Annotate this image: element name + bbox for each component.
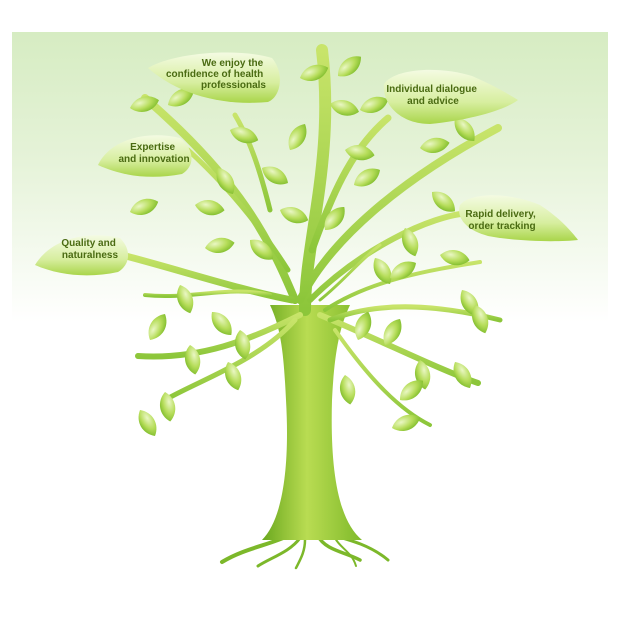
leaf: [390, 261, 416, 280]
leaf: [148, 314, 167, 340]
leaf: [324, 207, 345, 231]
callout-text-line: Expertise: [130, 142, 175, 153]
callout-delivery: Rapid delivery, order tracking: [459, 195, 578, 242]
leaf: [230, 127, 259, 144]
leaf: [168, 88, 194, 107]
leaf: [130, 96, 159, 112]
callout-leaf-shape: [98, 135, 192, 177]
leaf: [138, 410, 157, 436]
leaf: [431, 191, 455, 212]
leaf: [383, 319, 402, 345]
leaf: [440, 249, 470, 266]
tree-leaves: [130, 56, 489, 436]
callout-expertise: Expertise and innovation: [98, 135, 192, 177]
callout-text-line: Rapid delivery,: [465, 209, 536, 220]
callout-text-line: and advice: [407, 96, 459, 107]
callout-leaf-shape: [35, 235, 129, 276]
leaf: [454, 117, 475, 141]
leaf: [339, 375, 356, 405]
callout-quality: Quality and naturalness: [35, 235, 129, 276]
leaf: [392, 414, 421, 431]
leaf: [354, 168, 380, 187]
leaf: [216, 168, 235, 194]
leaf: [402, 228, 419, 257]
callout-text-line: confidence of health: [166, 69, 263, 80]
callout-text-line: Quality and: [61, 238, 115, 249]
leaf: [399, 380, 423, 401]
leaf: [130, 198, 159, 215]
leaf: [280, 207, 309, 224]
leaf: [345, 144, 375, 161]
leaf: [472, 305, 489, 334]
callout-leaf-shape: [459, 195, 578, 242]
leaf: [184, 345, 201, 375]
svg-text:Quality and naturalness: Quality and naturalness: [61, 238, 118, 261]
callout-text-line: We enjoy the: [202, 58, 264, 69]
callout-confidence: We enjoy the confidence of health profes…: [148, 52, 280, 103]
leaf: [300, 64, 329, 81]
leaf: [249, 239, 273, 260]
callout-text-line: professionals: [201, 80, 266, 91]
callout-leaf-shape: [148, 52, 280, 103]
svg-text:We enjoy the confidence: We enjoy the confidence of health profes…: [166, 58, 266, 91]
leaf: [234, 330, 251, 360]
leaf: [373, 258, 392, 284]
callout-text-line: naturalness: [62, 250, 119, 261]
leaf: [177, 285, 194, 314]
callout-leaf-shape: [383, 69, 518, 124]
callout-text-line: and innovation: [118, 154, 189, 165]
callout-dialogue: Individual dialogue and advice: [383, 69, 518, 124]
callout-text-line: order tracking: [468, 221, 535, 232]
tree-trunk: [262, 305, 362, 540]
leaf: [355, 311, 372, 340]
leaf: [453, 362, 472, 388]
leaf: [195, 199, 225, 216]
leaf: [330, 100, 359, 116]
svg-text:Rapid delivery, order tr: Rapid delivery, order tracking: [465, 209, 538, 232]
leaf: [211, 311, 232, 335]
leaf: [262, 166, 288, 185]
leaf: [288, 124, 307, 150]
leaf: [337, 56, 361, 77]
leaf: [159, 392, 176, 422]
leaf: [225, 362, 242, 391]
leaf: [420, 137, 450, 154]
callout-text-line: Individual dialogue: [386, 84, 477, 95]
svg-text:Individual dialogue and: Individual dialogue and advice: [386, 84, 479, 107]
leaf: [360, 96, 389, 113]
leaf: [205, 237, 235, 254]
svg-text:Expertise and innovation: Expertise and innovation: [118, 142, 189, 165]
